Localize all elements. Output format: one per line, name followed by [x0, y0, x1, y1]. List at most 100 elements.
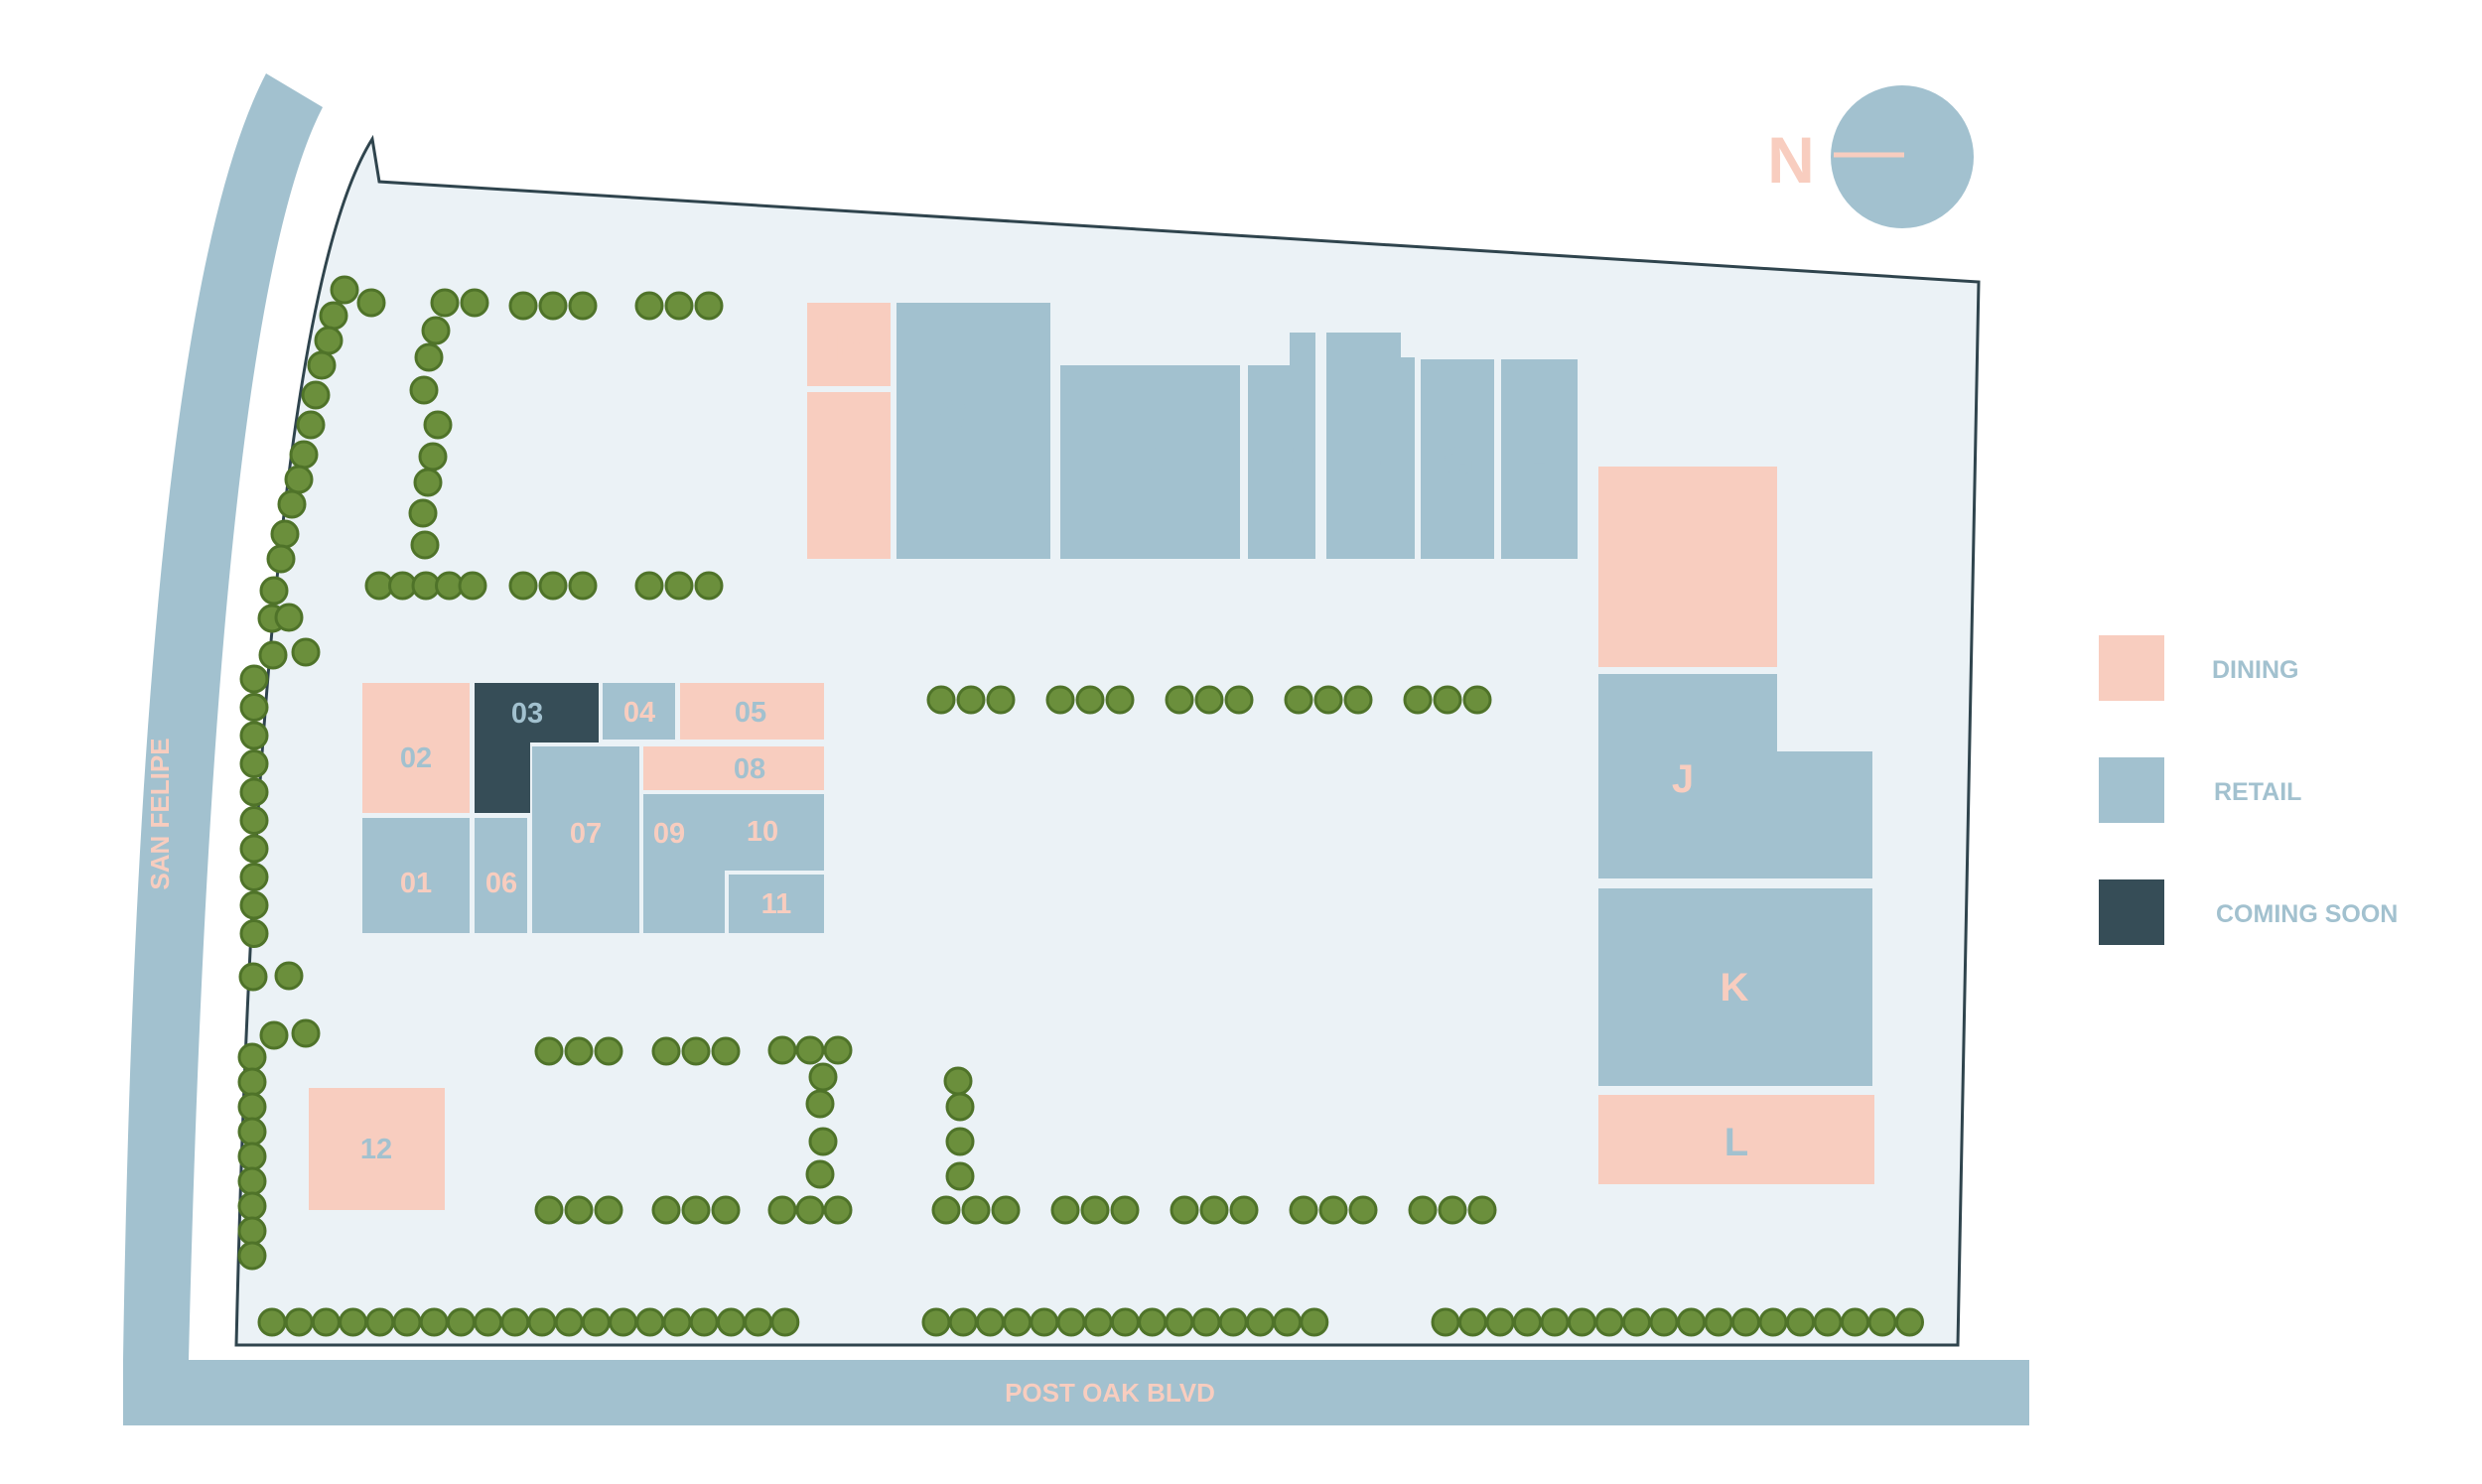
tree-icon — [1867, 1307, 1897, 1337]
tree-icon — [664, 571, 694, 601]
tree-icon — [1403, 685, 1433, 715]
unit-a[interactable] — [807, 392, 891, 559]
unit-06-label: 06 — [485, 868, 517, 899]
tree-icon — [239, 664, 269, 694]
tree-icon — [945, 1127, 975, 1156]
tree-icon — [564, 1036, 594, 1066]
tree-icon — [767, 1035, 797, 1065]
unit-e[interactable] — [1248, 333, 1315, 559]
tree-icon — [1003, 1307, 1033, 1337]
tree-icon — [274, 603, 304, 632]
tree-icon — [237, 1067, 267, 1097]
tree-icon — [311, 1307, 341, 1337]
tree-icon — [1343, 685, 1373, 715]
tree-icon — [1704, 1307, 1733, 1337]
tree-icon — [681, 1036, 711, 1066]
unit-02[interactable] — [362, 683, 470, 813]
tree-icon — [319, 301, 348, 331]
unit-c[interactable] — [896, 303, 1050, 559]
unit-d[interactable] — [1060, 365, 1240, 559]
unit-07[interactable] — [532, 746, 639, 933]
tree-icon — [1284, 685, 1313, 715]
tree-icon — [568, 571, 598, 601]
tree-icon — [1245, 1307, 1275, 1337]
unit-l[interactable] — [1598, 1095, 1874, 1184]
tree-icon — [1540, 1307, 1570, 1337]
tree-icon — [258, 640, 288, 670]
unit-g[interactable] — [1421, 359, 1494, 559]
tree-icon — [365, 1307, 395, 1337]
unit-05-label: 05 — [735, 697, 766, 729]
tree-icon — [1110, 1195, 1140, 1225]
tree-icon — [805, 1089, 835, 1119]
unit-01[interactable] — [362, 818, 470, 933]
tree-icon — [239, 749, 269, 778]
tree-icon — [1045, 685, 1075, 715]
tree-icon — [961, 1195, 991, 1225]
tree-icon — [664, 291, 694, 321]
trees-layer — [237, 275, 1924, 1337]
unit-k-label: K — [1721, 966, 1749, 1010]
tree-icon — [1229, 1195, 1259, 1225]
tree-icon — [1194, 685, 1224, 715]
unit-10[interactable] — [698, 794, 824, 871]
tree-icon — [508, 571, 538, 601]
tree-icon — [945, 1092, 975, 1122]
unit-08[interactable] — [643, 746, 824, 790]
legend-coming-soon-swatch — [2099, 879, 2164, 945]
unit-b[interactable] — [807, 303, 891, 386]
tree-icon — [1273, 1307, 1303, 1337]
unit-05[interactable] — [680, 683, 824, 740]
tree-icon — [458, 571, 487, 601]
unit-04[interactable] — [603, 683, 675, 740]
tree-icon — [991, 1195, 1021, 1225]
tree-icon — [651, 1195, 681, 1225]
tree-icon — [1030, 1307, 1059, 1337]
tree-icon — [594, 1195, 623, 1225]
tree-icon — [534, 1195, 564, 1225]
tree-icon — [694, 571, 724, 601]
unit-04-label: 04 — [623, 697, 655, 729]
unit-11[interactable] — [729, 875, 824, 933]
tree-icon — [1170, 1195, 1199, 1225]
unit-12-label: 12 — [360, 1134, 392, 1165]
san-felipe-road — [123, 73, 323, 1360]
unit-02-label: 02 — [400, 742, 432, 774]
tree-icon — [948, 1307, 978, 1337]
unit-h[interactable] — [1501, 359, 1578, 559]
unit-f[interactable] — [1326, 333, 1415, 559]
tree-icon — [239, 721, 269, 750]
tree-icon — [239, 806, 269, 835]
tree-icon — [239, 890, 269, 920]
unit-i[interactable] — [1598, 467, 1777, 667]
tree-icon — [1458, 1307, 1487, 1337]
tree-icon — [1165, 685, 1194, 715]
tree-icon — [413, 468, 443, 497]
tree-icon — [634, 291, 664, 321]
tree-icon — [409, 375, 439, 405]
tree-icon — [1568, 1307, 1596, 1337]
tree-icon — [414, 342, 444, 372]
tree-icon — [1056, 1307, 1086, 1337]
unit-k[interactable] — [1598, 888, 1872, 1086]
unit-j[interactable] — [1598, 674, 1872, 878]
tree-icon — [259, 576, 289, 606]
tree-icon — [274, 961, 304, 991]
unit-j-label: J — [1672, 757, 1694, 801]
post-oak-blvd-label: POST OAK BLVD — [1005, 1378, 1215, 1408]
tree-icon — [339, 1307, 368, 1337]
unit-12[interactable] — [309, 1088, 445, 1210]
tree-icon — [239, 834, 269, 864]
tree-icon — [1677, 1307, 1706, 1337]
unit-06[interactable] — [475, 818, 527, 933]
tree-icon — [943, 1066, 973, 1096]
unit-b-label: B — [835, 326, 864, 369]
tree-icon — [239, 777, 269, 807]
tree-icon — [1165, 1307, 1194, 1337]
tree-icon — [1408, 1195, 1438, 1225]
tree-icon — [410, 530, 440, 560]
tree-icon — [1594, 1307, 1624, 1337]
tree-icon — [594, 1036, 623, 1066]
unit-a-label: A — [835, 477, 864, 521]
compass: N — [1767, 85, 1974, 228]
